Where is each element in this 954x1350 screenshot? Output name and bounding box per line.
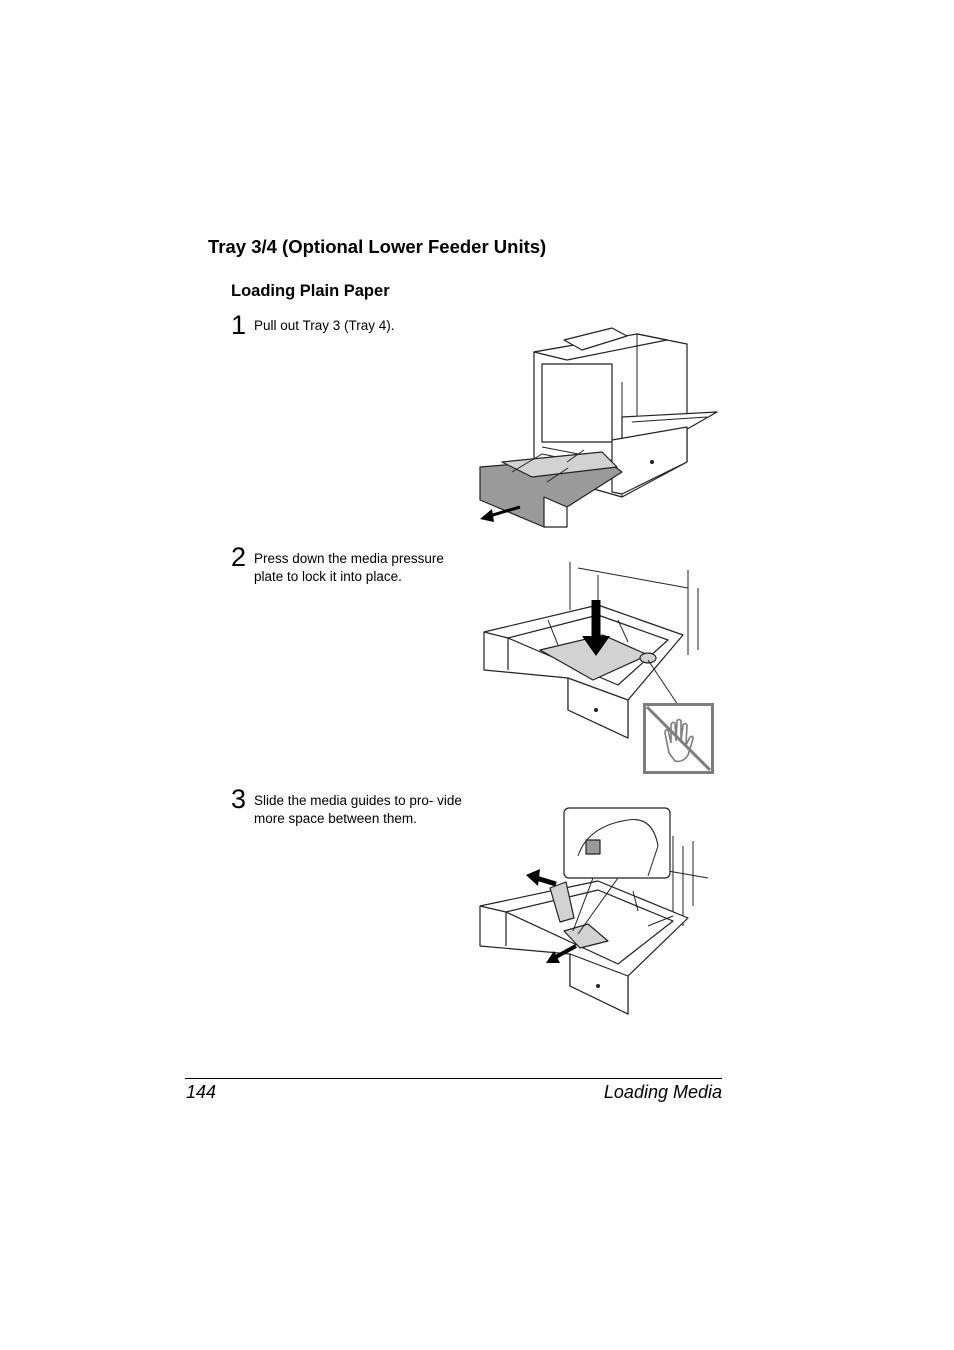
footer-rule — [185, 1078, 722, 1079]
step-3-text: Slide the media guides to pro- vide more… — [254, 793, 462, 826]
step-1-number: 1 — [231, 310, 247, 340]
tray-pressure-plate-illustration — [483, 562, 699, 739]
step-3-number: 3 — [231, 784, 247, 814]
section-title: Tray 3/4 (Optional Lower Feeder Units) — [208, 236, 547, 257]
step-1-text: Pull out Tray 3 (Tray 4). — [254, 318, 395, 333]
step-2-text: Press down the media pressure plate to l… — [254, 551, 444, 584]
step-2-number: 2 — [231, 542, 247, 572]
subsection-title: Loading Plain Paper — [231, 282, 390, 300]
do-not-touch-hand-icon — [643, 703, 714, 774]
footer-chapter-title: Loading Media — [603, 1082, 722, 1102]
printer-tray-pulled-out-illustration — [479, 327, 718, 528]
footer-page-number: 144 — [186, 1082, 217, 1102]
tray-media-guides-illustration — [479, 807, 709, 1015]
